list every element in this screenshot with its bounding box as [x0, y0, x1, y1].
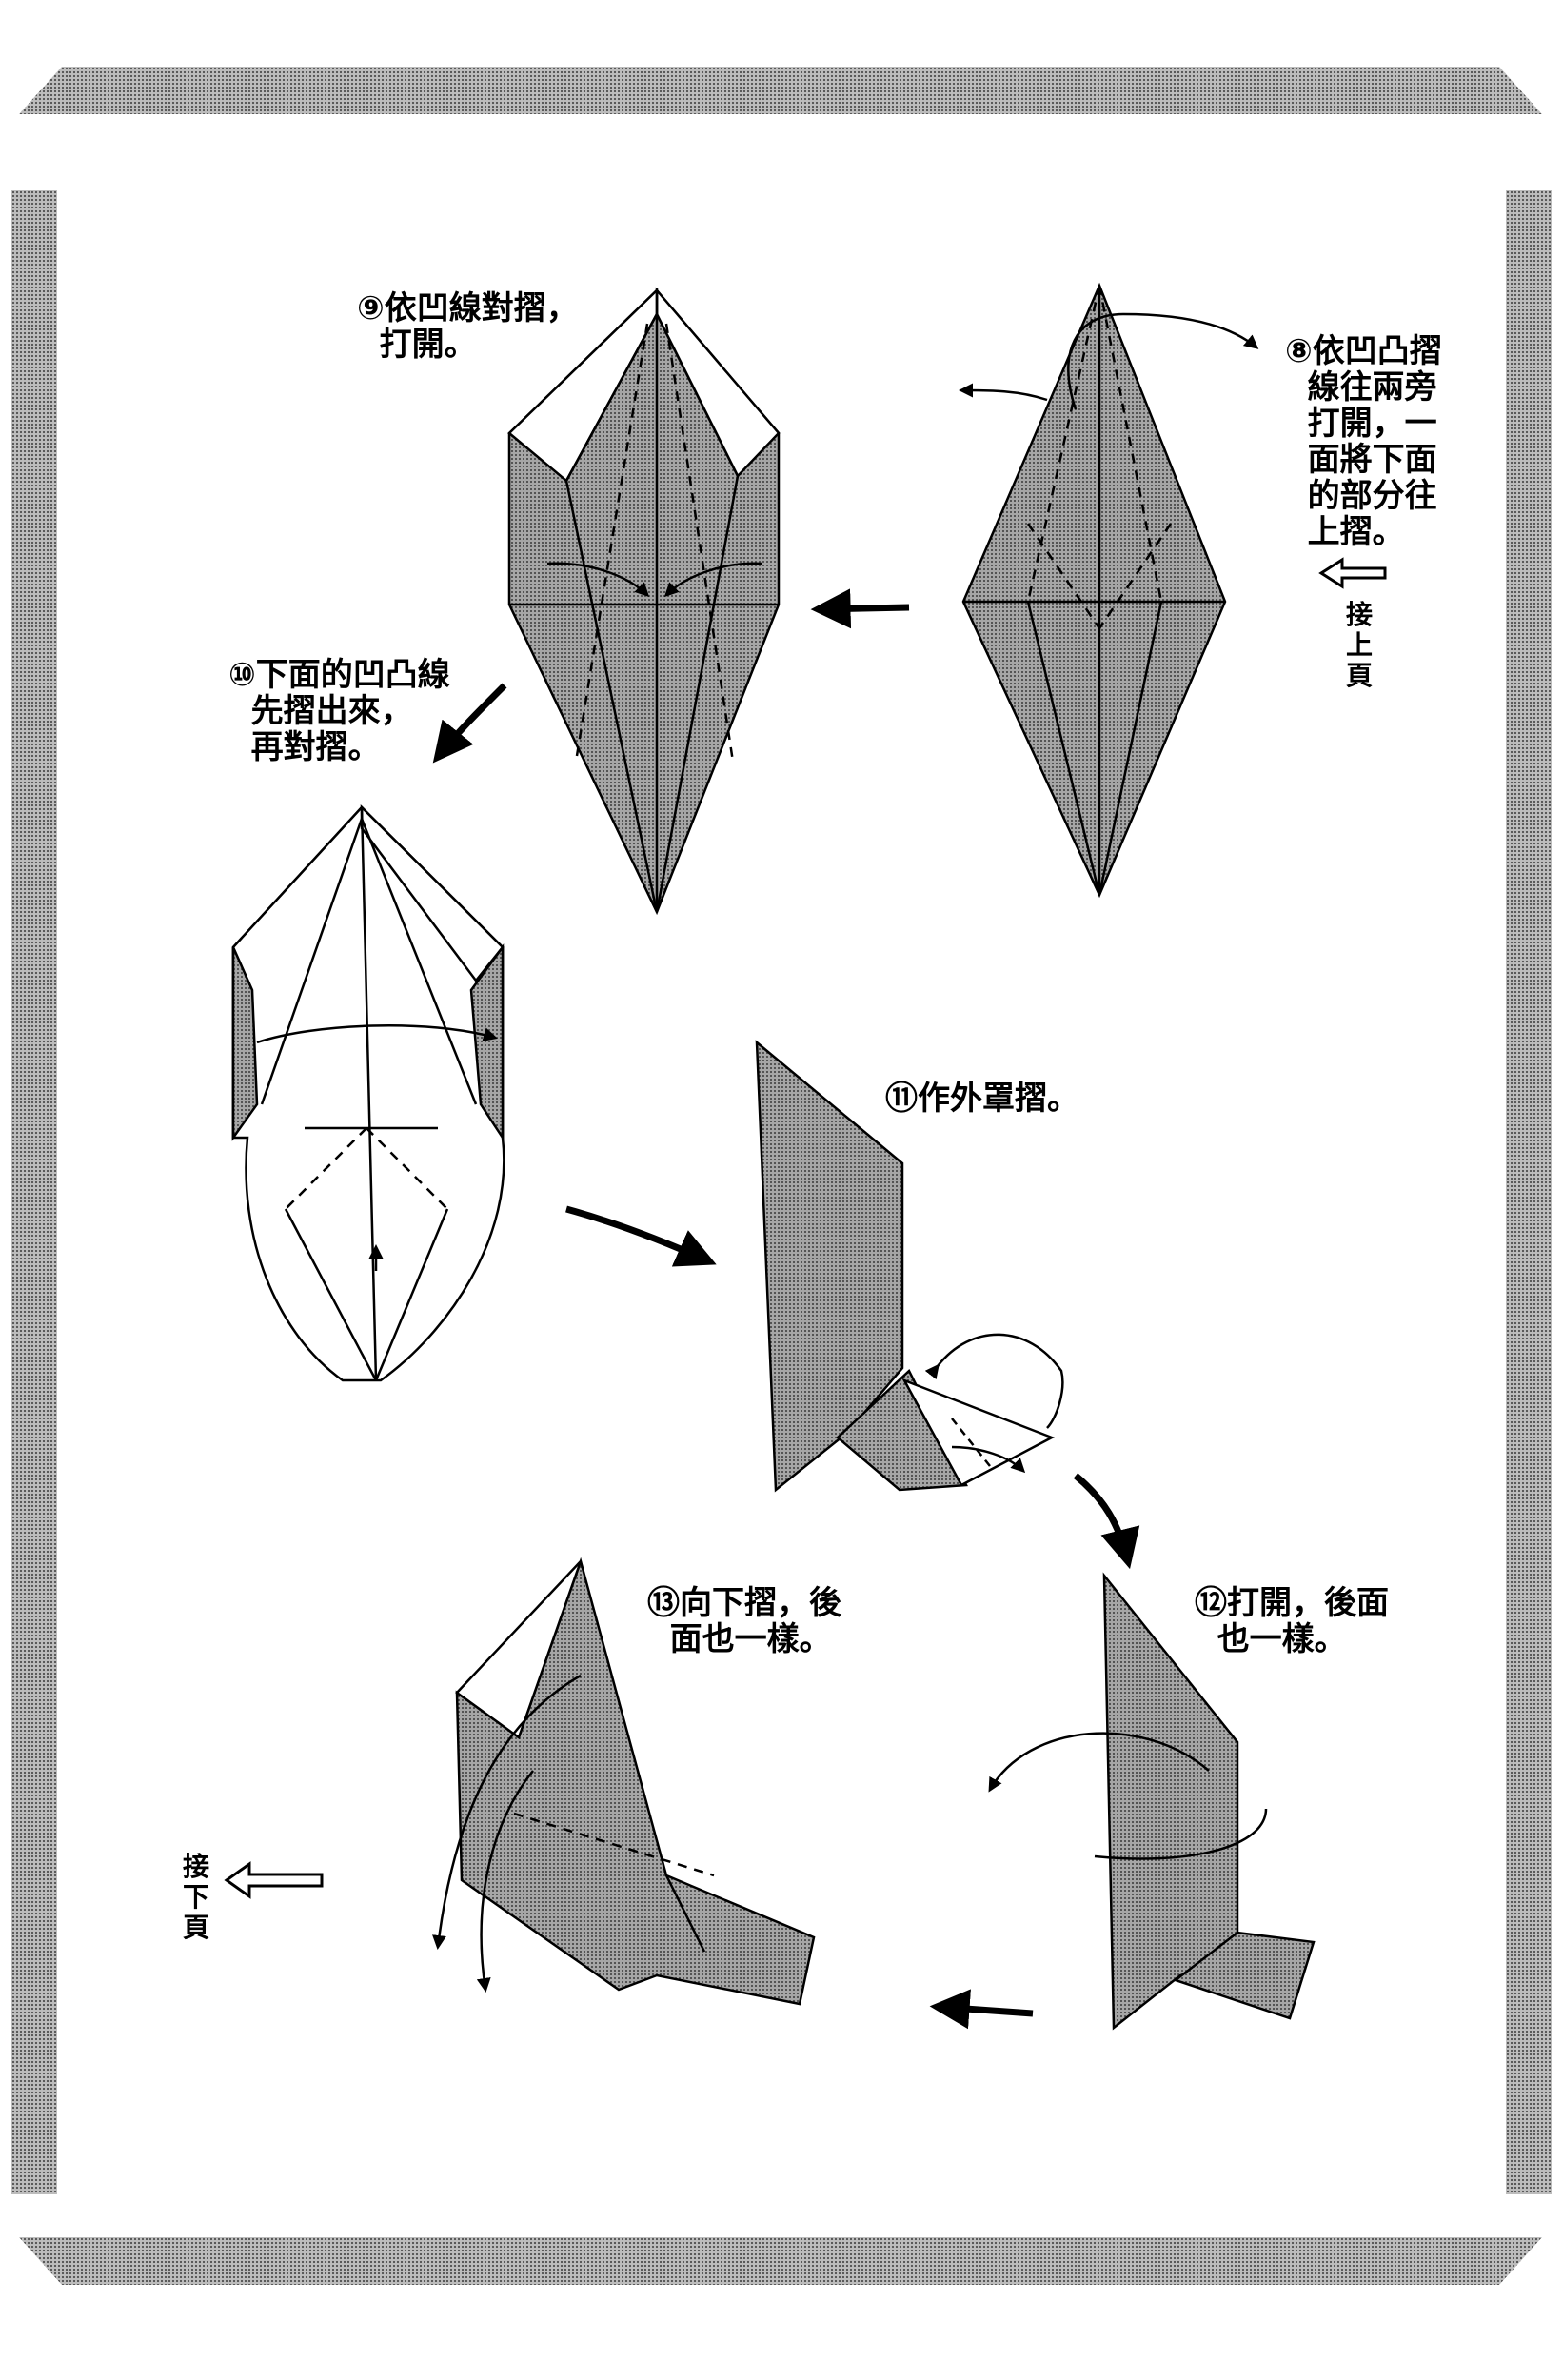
- step12-instruction: ⑫打開，後面 也一樣。: [1195, 1584, 1389, 1658]
- arrow-11-to-12: [1073, 1473, 1140, 1570]
- step8-figure: [959, 282, 1259, 899]
- step11-instruction: ⑪作外罩摺。: [885, 1080, 1079, 1118]
- next-page-label: 接下頁: [182, 1851, 209, 1943]
- top-border: [19, 67, 1542, 114]
- step10-instruction: ⑩下面的凹凸線 先摺出來， 再對摺。: [228, 656, 450, 766]
- arrow-9-to-10: [432, 683, 507, 764]
- step12-figure: [988, 1572, 1316, 2031]
- next-page-arrow-icon: [224, 1861, 324, 1899]
- step9-figure: [507, 287, 781, 916]
- step13-instruction: ⑬向下摺，後 面也一樣。: [647, 1584, 841, 1658]
- arrow-12-to-13: [929, 1989, 1034, 2030]
- bottom-border: [19, 2237, 1542, 2285]
- step13-figure: [432, 1557, 816, 2006]
- step11-figure: [755, 1040, 1064, 1493]
- step8-instruction: ⑧依凹凸摺 線往兩旁 打開，一 面將下面 的部分往 上摺。: [1285, 332, 1442, 551]
- prev-page-label: 接上頁: [1345, 599, 1373, 691]
- right-border: [1506, 190, 1552, 2194]
- arrow-10-to-11: [565, 1205, 717, 1267]
- left-border: [11, 190, 57, 2194]
- prev-page-arrow-icon: [1318, 557, 1387, 589]
- arrow-8-to-9: [810, 588, 910, 629]
- step9-instruction: ⑨依凹線對摺， 打開。: [357, 289, 579, 364]
- step10-figure: [231, 803, 505, 1382]
